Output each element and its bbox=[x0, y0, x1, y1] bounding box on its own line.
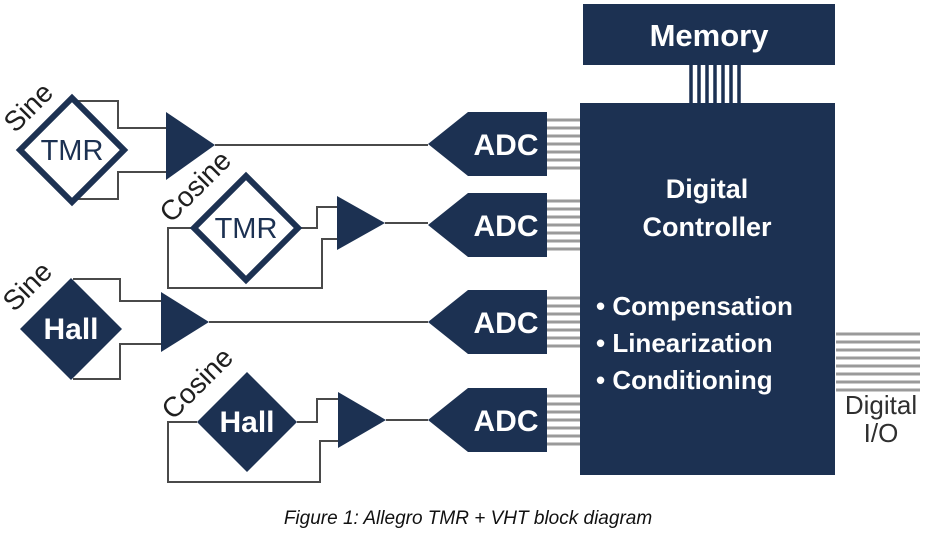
tmr-cosine-type-label: TMR bbox=[215, 213, 278, 245]
digital-io-label-line2: I/O bbox=[864, 418, 899, 448]
figure-caption: Figure 1: Allegro TMR + VHT block diagra… bbox=[284, 508, 652, 529]
amplifiers bbox=[161, 112, 386, 448]
memory-label: Memory bbox=[650, 18, 770, 53]
adc-label-3: ADC bbox=[474, 307, 539, 340]
digital-io-bus bbox=[836, 332, 920, 392]
controller-bullet-compensation: • Compensation bbox=[596, 291, 793, 321]
adc-block-2 bbox=[428, 193, 547, 257]
wire-hall-cosine-upper bbox=[297, 398, 338, 423]
wire-tmr-cosine-lower bbox=[167, 227, 337, 289]
wire-hall-sine-lower bbox=[73, 343, 161, 380]
wire-tmr-cosine-upper bbox=[298, 206, 337, 229]
amplifier-triangle-1 bbox=[166, 112, 215, 180]
controller-bullet-linearization: • Linearization bbox=[596, 328, 773, 358]
memory-block bbox=[583, 4, 835, 65]
wire-tmr-sine-lower bbox=[75, 171, 166, 200]
wire-tmr-sine-upper bbox=[75, 100, 166, 129]
wire-hall-cosine-lower bbox=[167, 421, 338, 483]
digital-io-label-line1: Digital bbox=[845, 390, 917, 420]
controller-title-line2: Controller bbox=[642, 212, 771, 242]
adc-block-3 bbox=[428, 290, 547, 354]
amplifier-triangle-4 bbox=[338, 392, 386, 448]
hall-cosine-type-label: Hall bbox=[219, 406, 274, 439]
hall-sine-type-label: Hall bbox=[43, 313, 98, 346]
digital-controller-block bbox=[580, 103, 835, 475]
amplifier-triangle-3 bbox=[161, 292, 209, 352]
wire-hall-sine-upper bbox=[73, 278, 161, 302]
memory-bus bbox=[689, 65, 741, 104]
hall-sine-diamond bbox=[20, 278, 122, 380]
adc-label-2: ADC bbox=[474, 210, 539, 243]
tmr-sine-diamond bbox=[15, 93, 129, 207]
adc-block-1 bbox=[428, 112, 547, 176]
adc-buses bbox=[547, 118, 581, 446]
adc-block-4 bbox=[428, 388, 547, 452]
controller-bullet-conditioning: • Conditioning bbox=[596, 365, 773, 395]
signal-wires bbox=[73, 100, 428, 483]
adc-label-1: ADC bbox=[474, 129, 539, 162]
adc-blocks bbox=[428, 112, 547, 452]
amplifier-triangle-2 bbox=[337, 196, 385, 250]
hall-cosine-diamond bbox=[197, 372, 297, 472]
controller-title-line1: Digital bbox=[666, 174, 749, 204]
tmr-cosine-diamond bbox=[189, 171, 303, 285]
tmr-sine-type-label: TMR bbox=[41, 135, 104, 167]
adc-label-4: ADC bbox=[474, 405, 539, 438]
